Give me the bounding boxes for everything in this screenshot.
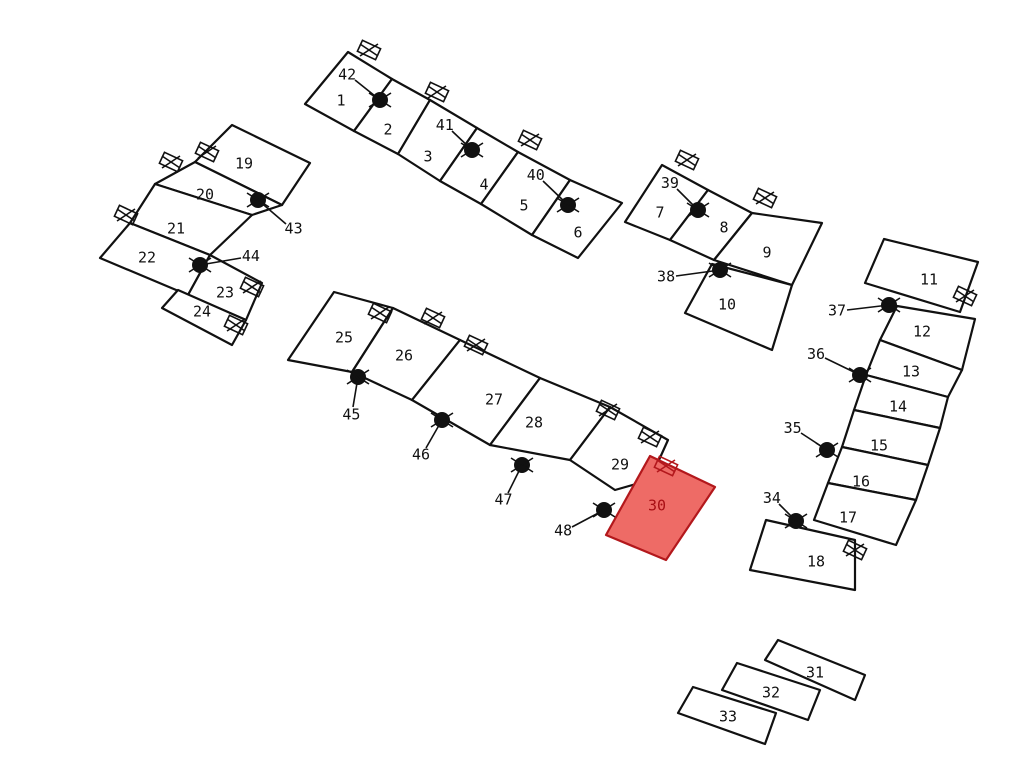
mech-room-38[interactable] xyxy=(675,262,732,278)
unit-label-23: 23 xyxy=(216,284,234,302)
unit-31[interactable] xyxy=(763,638,867,702)
entry-symbol xyxy=(752,187,778,209)
unit-33[interactable] xyxy=(676,685,778,746)
unit-label-18: 18 xyxy=(807,553,825,571)
mech-label-43: 43 xyxy=(285,220,303,238)
mech-label-45: 45 xyxy=(342,405,360,423)
mech-label-34: 34 xyxy=(763,489,781,507)
unit-label-4: 4 xyxy=(479,176,488,194)
unit-label-12: 12 xyxy=(913,323,931,341)
entry-symbol xyxy=(424,81,450,103)
unit-9[interactable] xyxy=(712,211,824,287)
unit-30-highlighted[interactable] xyxy=(604,454,717,562)
unit-label-11: 11 xyxy=(920,271,938,289)
unit-label-17: 17 xyxy=(839,509,857,527)
entry-symbol xyxy=(356,39,382,61)
unit-label-30: 30 xyxy=(648,497,666,515)
mech-label-44: 44 xyxy=(242,247,260,265)
mech-label-35: 35 xyxy=(784,419,802,437)
unit-18[interactable] xyxy=(748,518,857,592)
units-layer xyxy=(98,50,980,746)
unit-label-5: 5 xyxy=(519,197,528,215)
unit-label-10: 10 xyxy=(718,296,736,314)
unit-label-24: 24 xyxy=(193,303,211,321)
unit-label-27: 27 xyxy=(485,391,503,409)
mech-label-36: 36 xyxy=(807,345,825,363)
mech-label-48: 48 xyxy=(554,521,572,539)
entry-symbol xyxy=(637,426,663,448)
entry-symbol xyxy=(653,455,679,477)
entry-symbol xyxy=(158,151,184,173)
unit-label-9: 9 xyxy=(762,244,771,262)
entry-symbol xyxy=(420,307,446,329)
mech-room-44[interactable] xyxy=(188,257,242,273)
mech-room-46[interactable] xyxy=(425,412,454,449)
mech-room-47[interactable] xyxy=(507,457,534,494)
unit-label-20: 20 xyxy=(196,186,214,204)
mech-label-47: 47 xyxy=(494,491,512,509)
unit-label-29: 29 xyxy=(611,456,629,474)
unit-label-3: 3 xyxy=(423,148,432,166)
unit-label-1: 1 xyxy=(336,92,345,110)
entry-symbol xyxy=(842,539,868,561)
unit-label-28: 28 xyxy=(525,414,543,432)
entry-symbol xyxy=(595,399,621,421)
mech-room-41[interactable] xyxy=(451,130,484,158)
entry-symbol xyxy=(367,302,393,324)
unit-label-22: 22 xyxy=(138,249,156,267)
mech-room-37[interactable] xyxy=(846,297,901,313)
unit-label-14: 14 xyxy=(889,398,907,416)
entry-symbol xyxy=(239,276,265,298)
labels-layer: 1234567891011121314151617181920212223242… xyxy=(138,66,938,726)
unit-label-13: 13 xyxy=(902,363,920,381)
unit-label-25: 25 xyxy=(335,329,353,347)
mech-room-40[interactable] xyxy=(542,180,580,213)
mech-room-48[interactable] xyxy=(571,502,616,528)
mech-label-42: 42 xyxy=(338,66,356,84)
entry-symbol xyxy=(952,285,978,307)
mech-marks-layer xyxy=(113,39,978,561)
mech-label-41: 41 xyxy=(436,116,454,134)
unit-32[interactable] xyxy=(720,661,822,722)
mech-room-42[interactable] xyxy=(354,79,392,108)
entry-symbol xyxy=(223,314,249,336)
entry-symbol xyxy=(517,129,543,151)
mech-label-46: 46 xyxy=(412,445,430,463)
mech-label-37: 37 xyxy=(828,301,846,319)
mech-room-34[interactable] xyxy=(778,503,808,529)
mech-room-39[interactable] xyxy=(676,188,710,218)
unit-label-31: 31 xyxy=(806,664,824,682)
unit-17[interactable] xyxy=(812,481,918,547)
entry-symbol xyxy=(674,149,700,171)
unit-label-32: 32 xyxy=(762,684,780,702)
unit-label-7: 7 xyxy=(655,204,664,222)
unit-label-2: 2 xyxy=(383,121,392,139)
unit-label-6: 6 xyxy=(573,224,582,242)
unit-11[interactable] xyxy=(863,237,980,314)
mech-room-35[interactable] xyxy=(800,432,839,458)
unit-label-26: 26 xyxy=(395,347,413,365)
mech-label-38: 38 xyxy=(657,268,675,286)
mech-label-39: 39 xyxy=(661,174,679,192)
unit-10[interactable] xyxy=(683,262,794,352)
entry-symbol xyxy=(113,204,139,226)
unit-label-21: 21 xyxy=(167,220,185,238)
unit-label-16: 16 xyxy=(852,473,870,491)
unit-24[interactable] xyxy=(160,288,248,347)
mech-room-43[interactable] xyxy=(246,192,287,225)
entry-symbol xyxy=(194,141,220,163)
unit-label-15: 15 xyxy=(870,437,888,455)
unit-label-33: 33 xyxy=(719,708,737,726)
entry-symbol xyxy=(463,334,489,356)
mech-room-45[interactable] xyxy=(346,369,370,408)
unit-label-19: 19 xyxy=(235,155,253,173)
mech-label-40: 40 xyxy=(527,166,545,184)
mech-room-36[interactable] xyxy=(824,357,872,383)
unit-label-8: 8 xyxy=(719,219,728,237)
